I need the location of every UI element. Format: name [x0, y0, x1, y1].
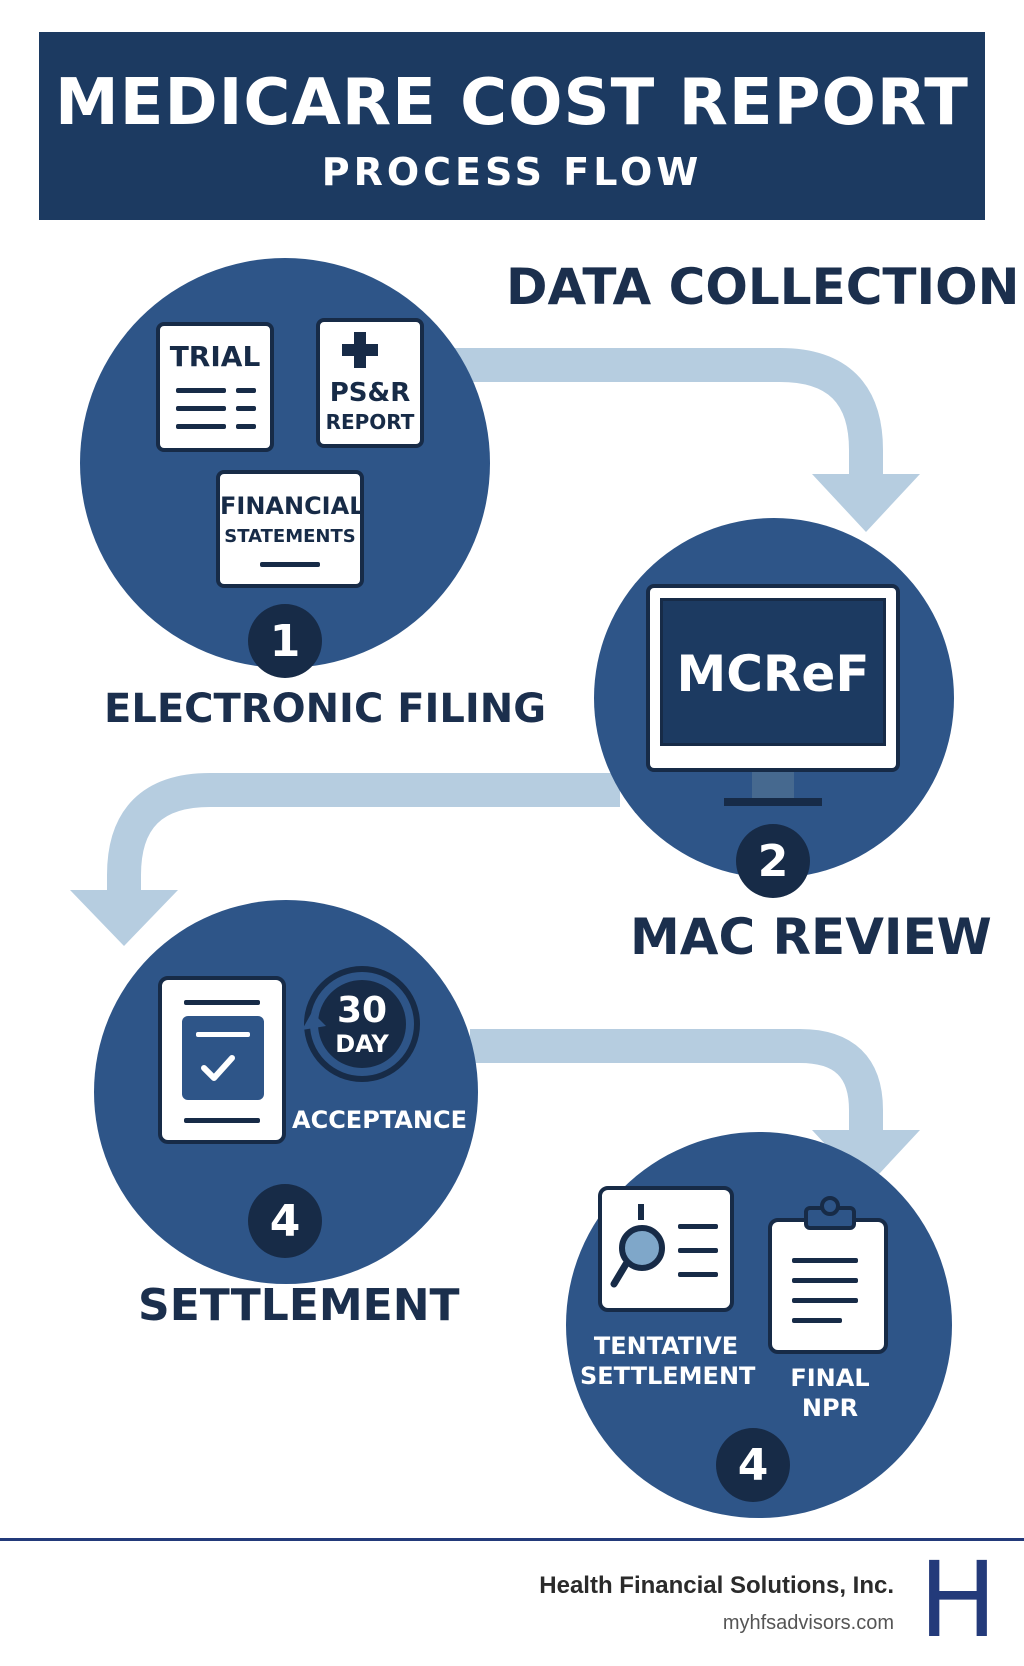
trial-balance-doc: TRIAL [156, 322, 274, 452]
step-number-4: 4 [716, 1428, 790, 1502]
doc-line [792, 1298, 858, 1303]
arrow-2-head [70, 890, 178, 946]
trial-doc-label: TRIAL [169, 340, 261, 373]
doc-line [678, 1248, 718, 1253]
tentative-label: TENTATIVE [593, 1332, 739, 1360]
arrow-2 [107, 773, 620, 890]
doc-line [184, 1000, 260, 1005]
acceptance-label: ACCEPTANCE [292, 1106, 467, 1134]
report-label: REPORT [325, 410, 415, 434]
doc-line [678, 1272, 718, 1277]
financial-label: FINANCIAL [220, 492, 365, 520]
npr-label: NPR [801, 1394, 859, 1422]
thirty-day-clock-icon [302, 966, 420, 1082]
company-logo: H [924, 1556, 992, 1644]
arrow-1 [440, 348, 883, 478]
header-banner: MEDICARE COST REPORT PROCESS FLOW [39, 32, 985, 220]
doc-line [792, 1258, 858, 1263]
step-number-2: 2 [736, 824, 810, 898]
thirty-label: 30 [336, 990, 388, 1031]
magnifier-icon [610, 1204, 665, 1288]
clipboard-clip-icon [804, 1196, 856, 1230]
statements-label: STATEMENTS [224, 526, 356, 547]
arrow-1-head [812, 474, 920, 532]
mcref-label: MCReF [676, 645, 870, 703]
psr-report-doc: PS&R REPORT [316, 318, 424, 448]
arrow-3-head [812, 1130, 920, 1188]
checkmark-icon [201, 1055, 235, 1081]
settlement-label: SETTLEMENT [138, 1280, 460, 1331]
tentative-settlement-label: SETTLEMENT [580, 1362, 756, 1390]
data-collection-label: DATA COLLECTION [506, 258, 1020, 316]
doc-line [260, 562, 320, 567]
mac-review-label: MAC REVIEW [630, 908, 992, 966]
psr-label: PS&R [329, 378, 411, 408]
electronic-filing-label: ELECTRONIC FILING [104, 686, 547, 732]
doc-line [678, 1224, 718, 1229]
acceptance-doc [158, 976, 286, 1144]
company-name: Health Financial Solutions, Inc. [539, 1572, 894, 1599]
monitor: MCReF [646, 584, 900, 772]
final-npr-clipboard [768, 1218, 888, 1354]
arrow-3 [470, 1029, 883, 1134]
company-website: myhfsadvisors.com [722, 1612, 894, 1634]
doc-line [792, 1278, 858, 1283]
page-title: MEDICARE COST REPORT [55, 66, 969, 140]
doc-line [236, 388, 256, 393]
doc-line [196, 1032, 250, 1037]
tentative-settlement-doc [598, 1186, 734, 1312]
step-number-3: 4 [248, 1184, 322, 1258]
footer-divider [0, 1538, 1024, 1541]
doc-line [176, 388, 226, 393]
doc-panel [182, 1016, 264, 1100]
doc-line [236, 424, 256, 429]
doc-line [792, 1318, 842, 1323]
final-label: FINAL [790, 1364, 870, 1392]
page-subtitle: PROCESS FLOW [321, 150, 703, 194]
doc-line [176, 406, 226, 411]
monitor-stand [752, 772, 794, 800]
day-label: DAY [335, 1030, 389, 1058]
medical-cross-icon [342, 332, 378, 368]
financial-statements-doc: FINANCIAL STATEMENTS [216, 470, 364, 588]
doc-line [236, 406, 256, 411]
step-number-1: 1 [248, 604, 322, 678]
monitor-base [724, 798, 822, 806]
monitor-screen: MCReF [660, 598, 886, 746]
doc-line [176, 424, 226, 429]
logo-letter: H [924, 1556, 992, 1644]
doc-line [184, 1118, 260, 1123]
